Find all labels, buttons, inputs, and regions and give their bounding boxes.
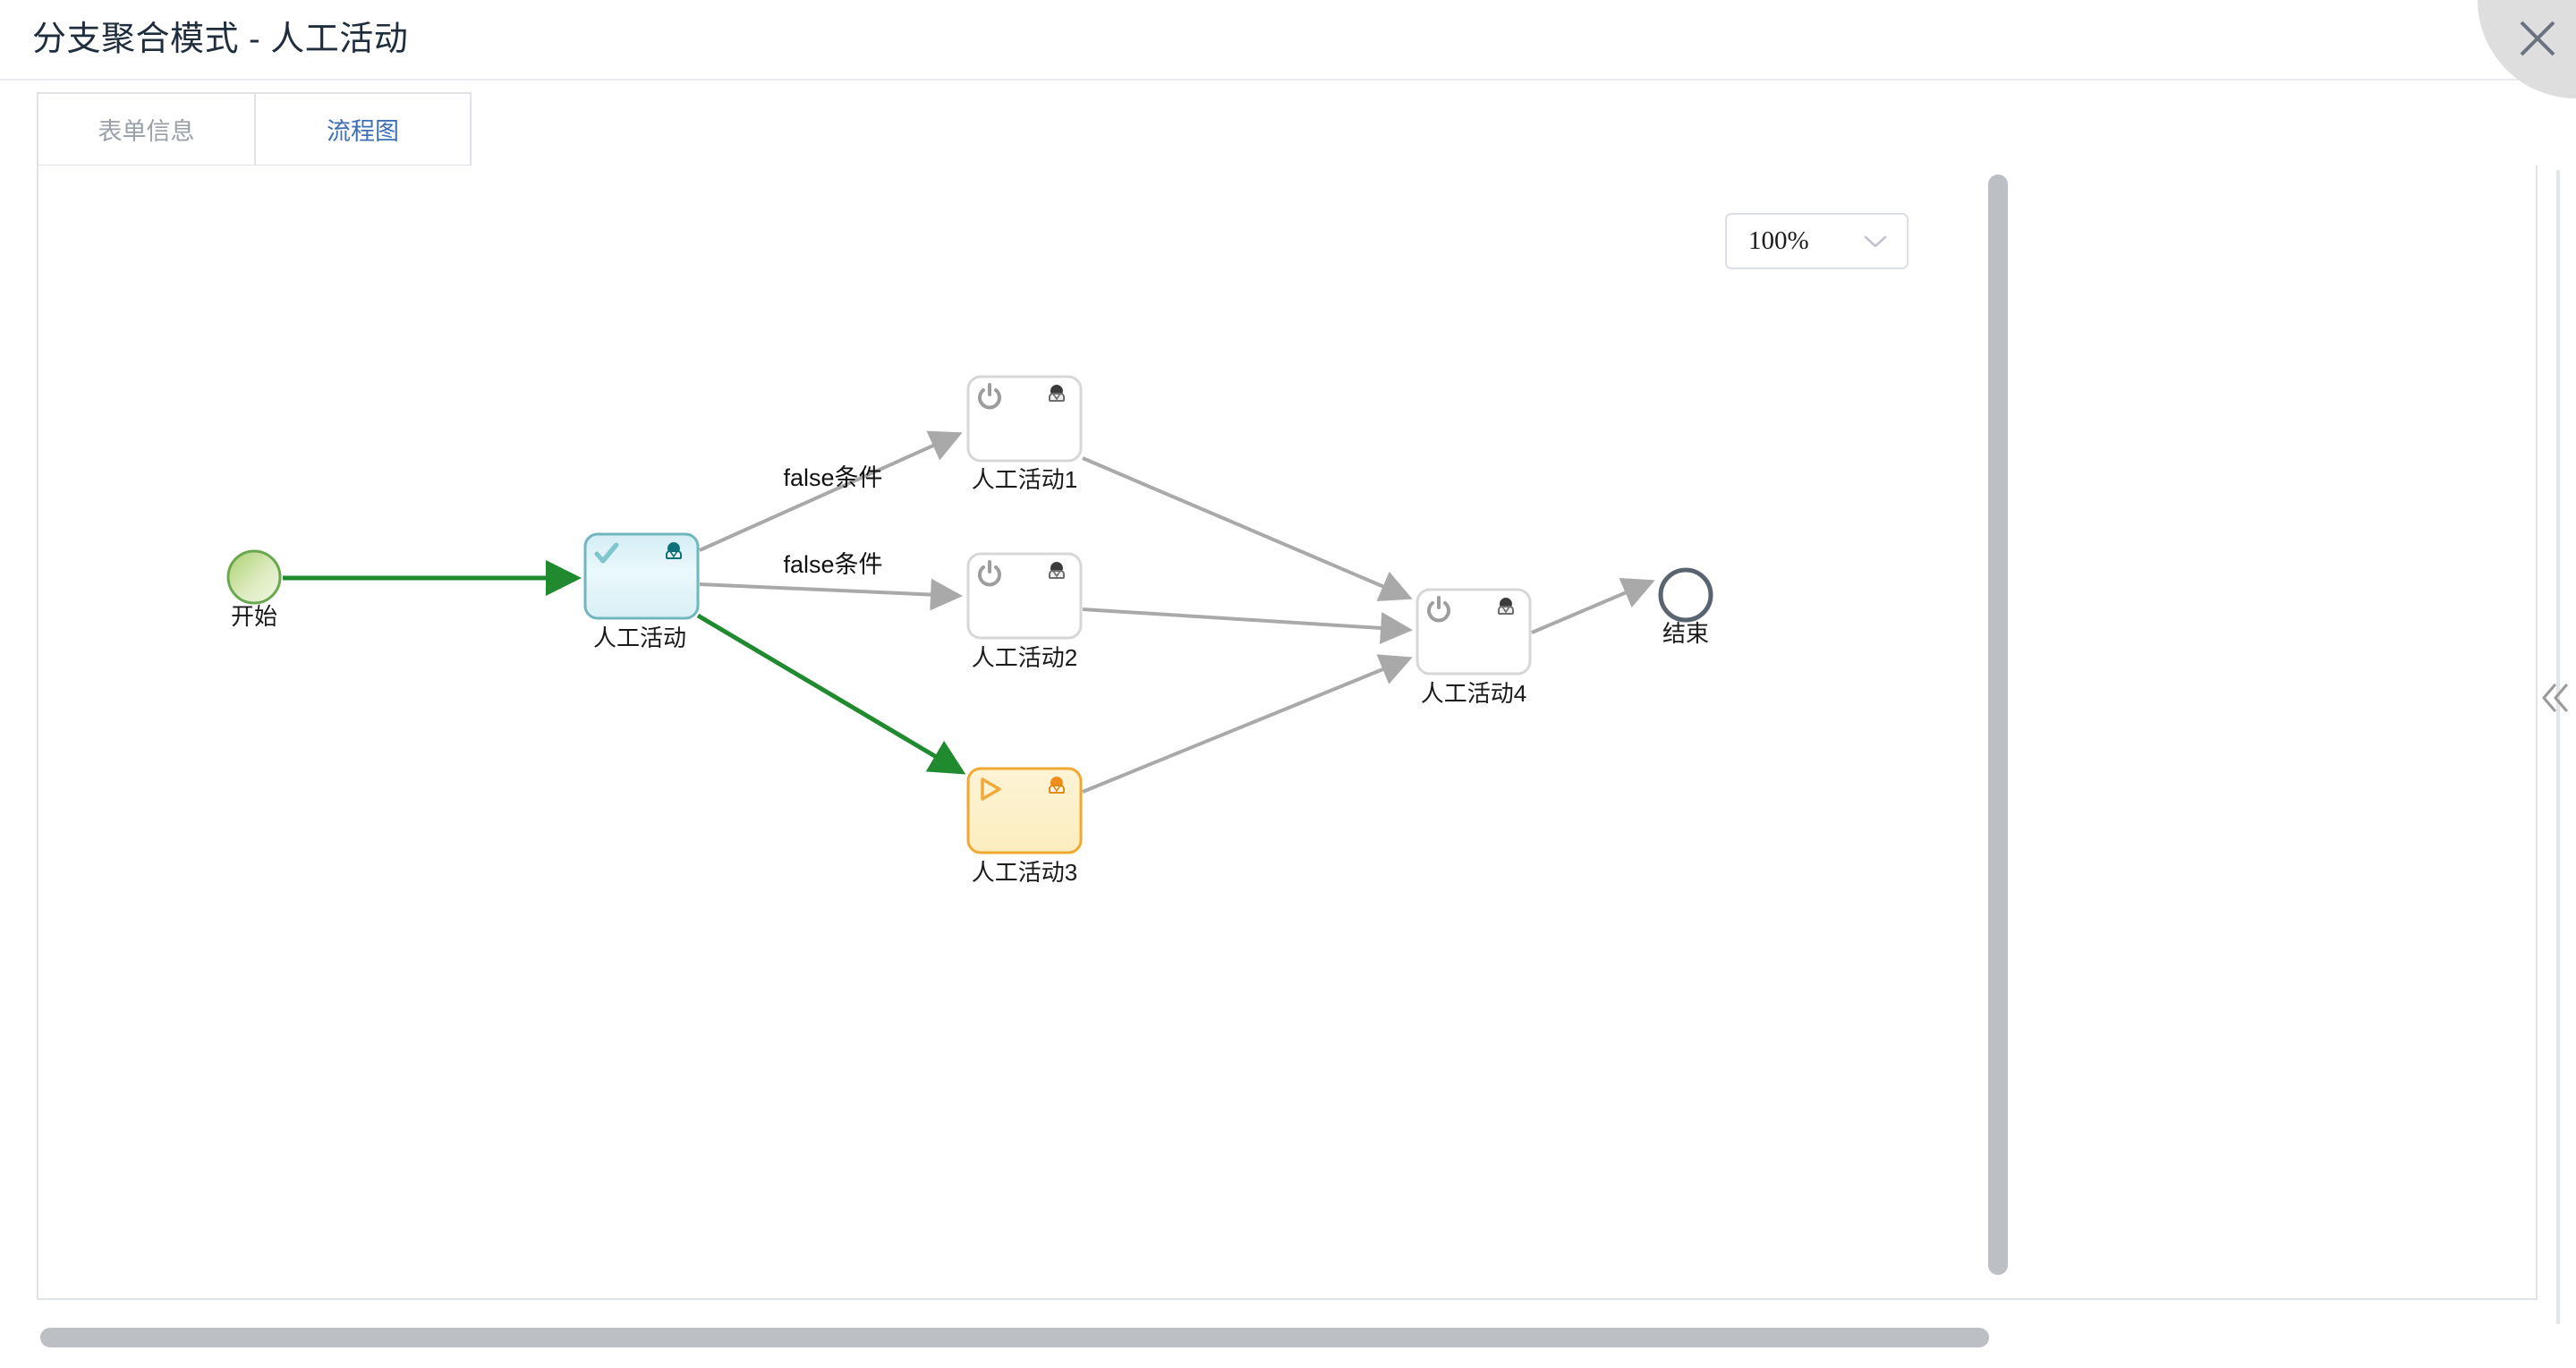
double-chevron-left-icon bbox=[2542, 684, 2568, 712]
play-icon bbox=[981, 777, 1001, 801]
close-button[interactable] bbox=[2478, 0, 2576, 98]
tab-flow-chart[interactable]: 流程图 bbox=[254, 92, 472, 166]
node-label-task4: 人工活动4 bbox=[1420, 680, 1527, 707]
power-icon bbox=[1427, 596, 1450, 623]
tab-form-info[interactable]: 表单信息 bbox=[37, 92, 254, 166]
vertical-scrollbar-thumb[interactable] bbox=[1988, 174, 2008, 1275]
edge-task1-to-task4 bbox=[1082, 456, 1413, 601]
vertical-scrollbar[interactable] bbox=[1988, 170, 2008, 1284]
zoom-level-select[interactable]: 100% bbox=[1725, 213, 1909, 269]
node-label-start: 开始 bbox=[230, 603, 278, 630]
edge-label-task0-task1: false条件 bbox=[783, 464, 883, 491]
node-label-task3: 人工活动3 bbox=[971, 859, 1078, 886]
node-task4[interactable] bbox=[1416, 588, 1532, 676]
horizontal-scrollbar[interactable] bbox=[40, 1328, 2532, 1347]
user-icon bbox=[1049, 562, 1065, 579]
collapse-panel-button[interactable] bbox=[2537, 170, 2576, 1324]
tab-bar: 表单信息 流程图 bbox=[37, 92, 472, 166]
power-icon bbox=[978, 383, 1001, 410]
edge-task3-to-task4 bbox=[1082, 654, 1413, 794]
node-label-end: 结束 bbox=[1662, 620, 1710, 647]
user-icon bbox=[1049, 385, 1065, 402]
node-task1[interactable] bbox=[966, 375, 1083, 463]
node-start[interactable] bbox=[226, 549, 282, 605]
node-label-task2: 人工活动2 bbox=[971, 644, 1078, 671]
edge-task0-to-task3 bbox=[696, 613, 966, 775]
panel-divider bbox=[2556, 170, 2560, 1324]
zoom-level-value: 100% bbox=[1748, 226, 1809, 255]
node-task2[interactable] bbox=[966, 552, 1083, 640]
node-label-task0: 人工活动 bbox=[592, 625, 687, 651]
node-task0[interactable] bbox=[583, 532, 700, 620]
node-end[interactable] bbox=[1658, 567, 1713, 623]
user-icon bbox=[1049, 777, 1065, 794]
power-icon bbox=[978, 560, 1001, 587]
node-label-task1: 人工活动1 bbox=[971, 466, 1078, 493]
close-icon bbox=[2520, 21, 2555, 56]
edge-label-task0-task2: false条件 bbox=[783, 551, 883, 578]
flowchart-canvas[interactable]: 开始 人工活动 人工活动1 人工活动2 人工活动3 人工活动4 结束 false… bbox=[37, 166, 2538, 1300]
edge-task0-to-task2 bbox=[699, 578, 963, 611]
chevron-down-icon bbox=[1864, 235, 1887, 248]
user-icon bbox=[666, 542, 682, 559]
edge-task4-to-end bbox=[1531, 577, 1655, 634]
edge-task0-to-task1 bbox=[699, 430, 963, 552]
edge-task2-to-task4 bbox=[1082, 608, 1413, 644]
user-icon bbox=[1498, 598, 1514, 615]
check-icon bbox=[594, 542, 619, 564]
node-task3[interactable] bbox=[966, 767, 1083, 854]
horizontal-scrollbar-thumb[interactable] bbox=[40, 1328, 1989, 1347]
dialog-header: 分支聚合模式 - 人工活动 bbox=[0, 0, 2576, 81]
flow-graph bbox=[226, 375, 1713, 854]
page-title: 分支聚合模式 - 人工活动 bbox=[32, 21, 409, 58]
